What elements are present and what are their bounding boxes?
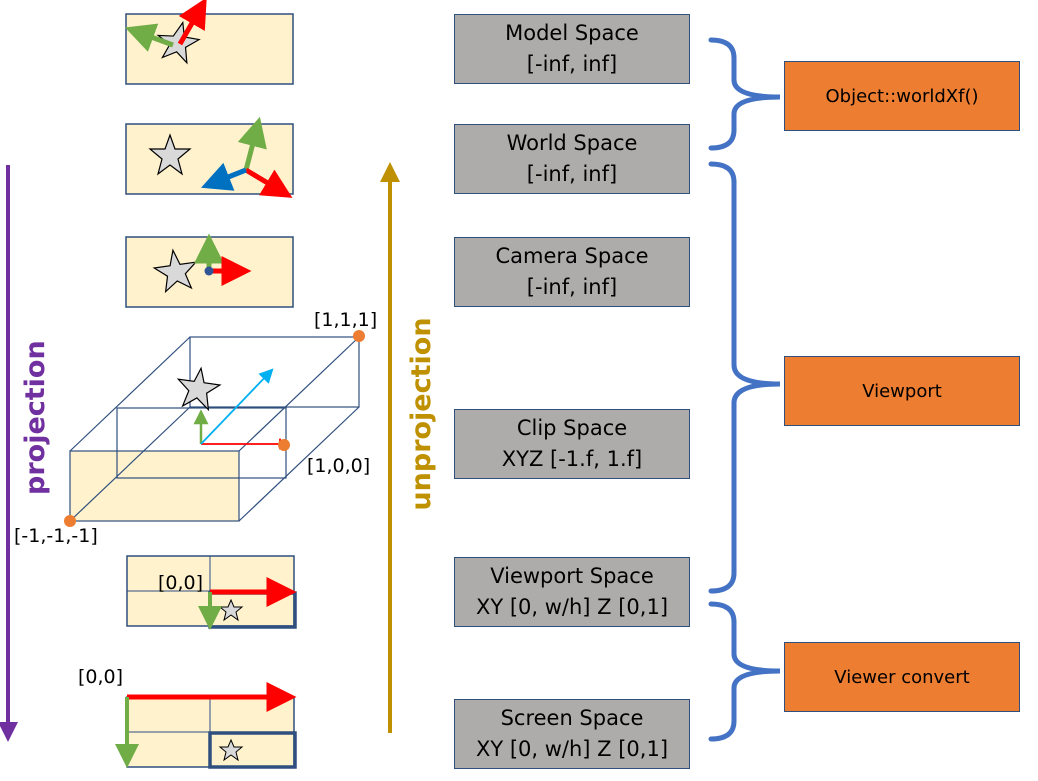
transform-box-viewer-convert: Viewer convert (784, 642, 1020, 712)
space-range: [-inf, inf] (526, 52, 618, 76)
corner-dot-x (278, 439, 290, 451)
camera-space-panel (125, 233, 294, 308)
world-space-panel (125, 116, 294, 198)
star-icon (176, 366, 222, 412)
star-icon (148, 133, 192, 176)
unprojection-label: unprojection (406, 317, 437, 511)
space-box-model: Model Space [-inf, inf] (454, 14, 690, 84)
space-name: Viewport Space (490, 564, 654, 588)
world-z-axis (201, 162, 247, 191)
space-name: Model Space (505, 21, 639, 45)
world-x-axis (244, 167, 293, 198)
transform-label: Viewport (862, 380, 942, 402)
transform-box-viewport: Viewport (784, 356, 1020, 426)
projection-label: projection (20, 340, 51, 495)
space-name: World Space (506, 131, 638, 155)
bracket-object-world (708, 37, 781, 151)
star-icon (218, 598, 244, 622)
model-x-axis (177, 0, 207, 46)
brackets (708, 37, 781, 742)
clip-space-cube (64, 330, 365, 527)
bracket-viewer-convert (708, 601, 781, 742)
transform-label: Viewer convert (834, 666, 970, 688)
corner-label-min: [-1,-1,-1] (14, 525, 98, 547)
viewport-space-panel (126, 555, 297, 630)
space-box-world: World Space [-inf, inf] (454, 124, 690, 194)
camera-origin (204, 266, 214, 276)
space-range: XY [0, w/h] Z [0,1] (475, 595, 669, 619)
space-name: Clip Space (516, 416, 628, 440)
space-name: Screen Space (500, 706, 644, 730)
space-range: XY [0, w/h] Z [0,1] (475, 737, 669, 761)
star-icon (152, 248, 198, 294)
star-icon (218, 738, 244, 762)
corner-label-max: [1,1,1] (314, 309, 378, 331)
space-box-clip: Clip Space XYZ [-1.f, 1.f] (454, 409, 690, 479)
corner-label-x: [1,0,0] (307, 455, 371, 477)
screen-origin-label: [0,0] (78, 666, 124, 688)
space-range: XYZ [-1.f, 1.f] (501, 447, 643, 471)
corner-dot-min (64, 515, 76, 527)
model-y-axis (124, 23, 174, 52)
transform-label: Object::worldXf() (825, 85, 979, 107)
corner-dot-max (353, 330, 365, 342)
space-range: [-inf, inf] (526, 162, 618, 186)
screen-space-panel (115, 682, 297, 769)
space-box-camera: Camera Space [-inf, inf] (454, 237, 690, 307)
world-y-axis (237, 116, 267, 171)
space-name: Camera Space (495, 244, 649, 268)
model-space-panel (124, 0, 294, 85)
screen-highlight (208, 731, 297, 769)
bracket-viewport (708, 161, 781, 594)
space-box-screen: Screen Space XY [0, w/h] Z [0,1] (454, 699, 690, 769)
transform-box-object-world: Object::worldXf() (784, 61, 1020, 131)
clip-z-axis (200, 368, 274, 445)
space-box-viewport: Viewport Space XY [0, w/h] Z [0,1] (454, 557, 690, 627)
space-range: [-inf, inf] (526, 275, 618, 299)
viewport-origin-label: [0,0] (158, 572, 204, 594)
